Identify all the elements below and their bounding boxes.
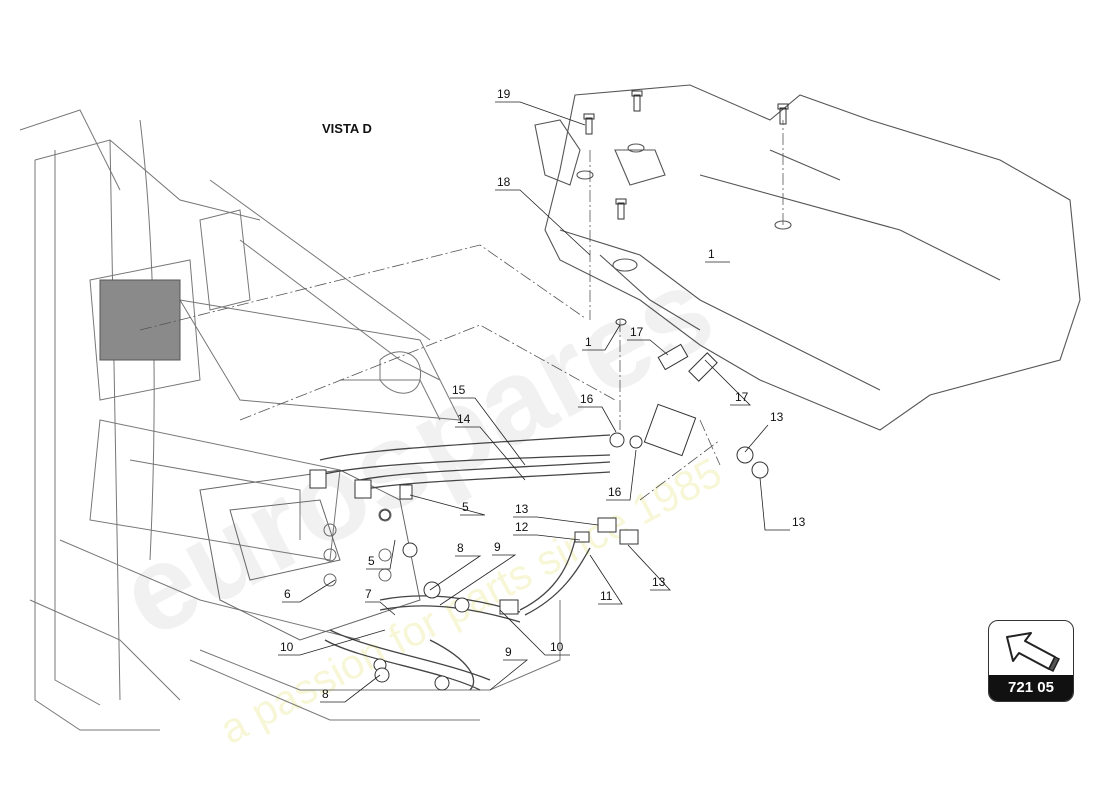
hoses <box>319 434 611 691</box>
callout-13-b: 13 <box>792 515 806 529</box>
callout-7: 7 <box>365 587 372 601</box>
watermark-logo: eurospares <box>99 241 733 663</box>
callout-11: 11 <box>600 589 613 603</box>
view-label: VISTA D <box>322 121 372 136</box>
callout-8-a: 8 <box>457 541 464 555</box>
callout-9-a: 9 <box>494 540 501 554</box>
page-code: 721 05 <box>989 675 1073 701</box>
callout-9-b: 9 <box>505 645 512 659</box>
tank-cover-drawing <box>534 84 1081 431</box>
callout-12: 12 <box>515 520 529 534</box>
callout-16-b: 16 <box>608 485 622 499</box>
reference-lines <box>139 120 784 501</box>
callout-18: 18 <box>497 175 511 189</box>
callout-1-top: 1 <box>708 247 715 261</box>
fittings <box>309 343 769 691</box>
callout-13-c: 13 <box>515 502 529 516</box>
callout-13-a: 13 <box>770 410 784 424</box>
callout-labels: 19 18 1 1 17 17 15 14 16 16 13 13 13 13 … <box>280 87 806 701</box>
callout-13-d: 13 <box>652 575 666 589</box>
callout-14: 14 <box>457 412 471 426</box>
chassis-drawing <box>19 109 561 731</box>
callout-15: 15 <box>452 383 466 397</box>
callout-6: 6 <box>284 587 291 601</box>
callout-17-a: 17 <box>630 325 644 339</box>
callouts <box>278 101 790 703</box>
page-navigation-button[interactable]: 721 05 <box>988 620 1074 702</box>
callout-19: 19 <box>497 87 511 101</box>
arrow-up-left-icon <box>1006 632 1061 673</box>
callout-16-a: 16 <box>580 392 594 406</box>
callout-5-a: 5 <box>462 500 469 514</box>
callout-17-b: 17 <box>735 390 749 404</box>
callout-1: 1 <box>585 335 592 349</box>
callout-8-b: 8 <box>322 687 329 701</box>
callout-10-b: 10 <box>550 640 564 654</box>
callout-10-a: 10 <box>280 640 294 654</box>
callout-5-b: 5 <box>368 554 375 568</box>
